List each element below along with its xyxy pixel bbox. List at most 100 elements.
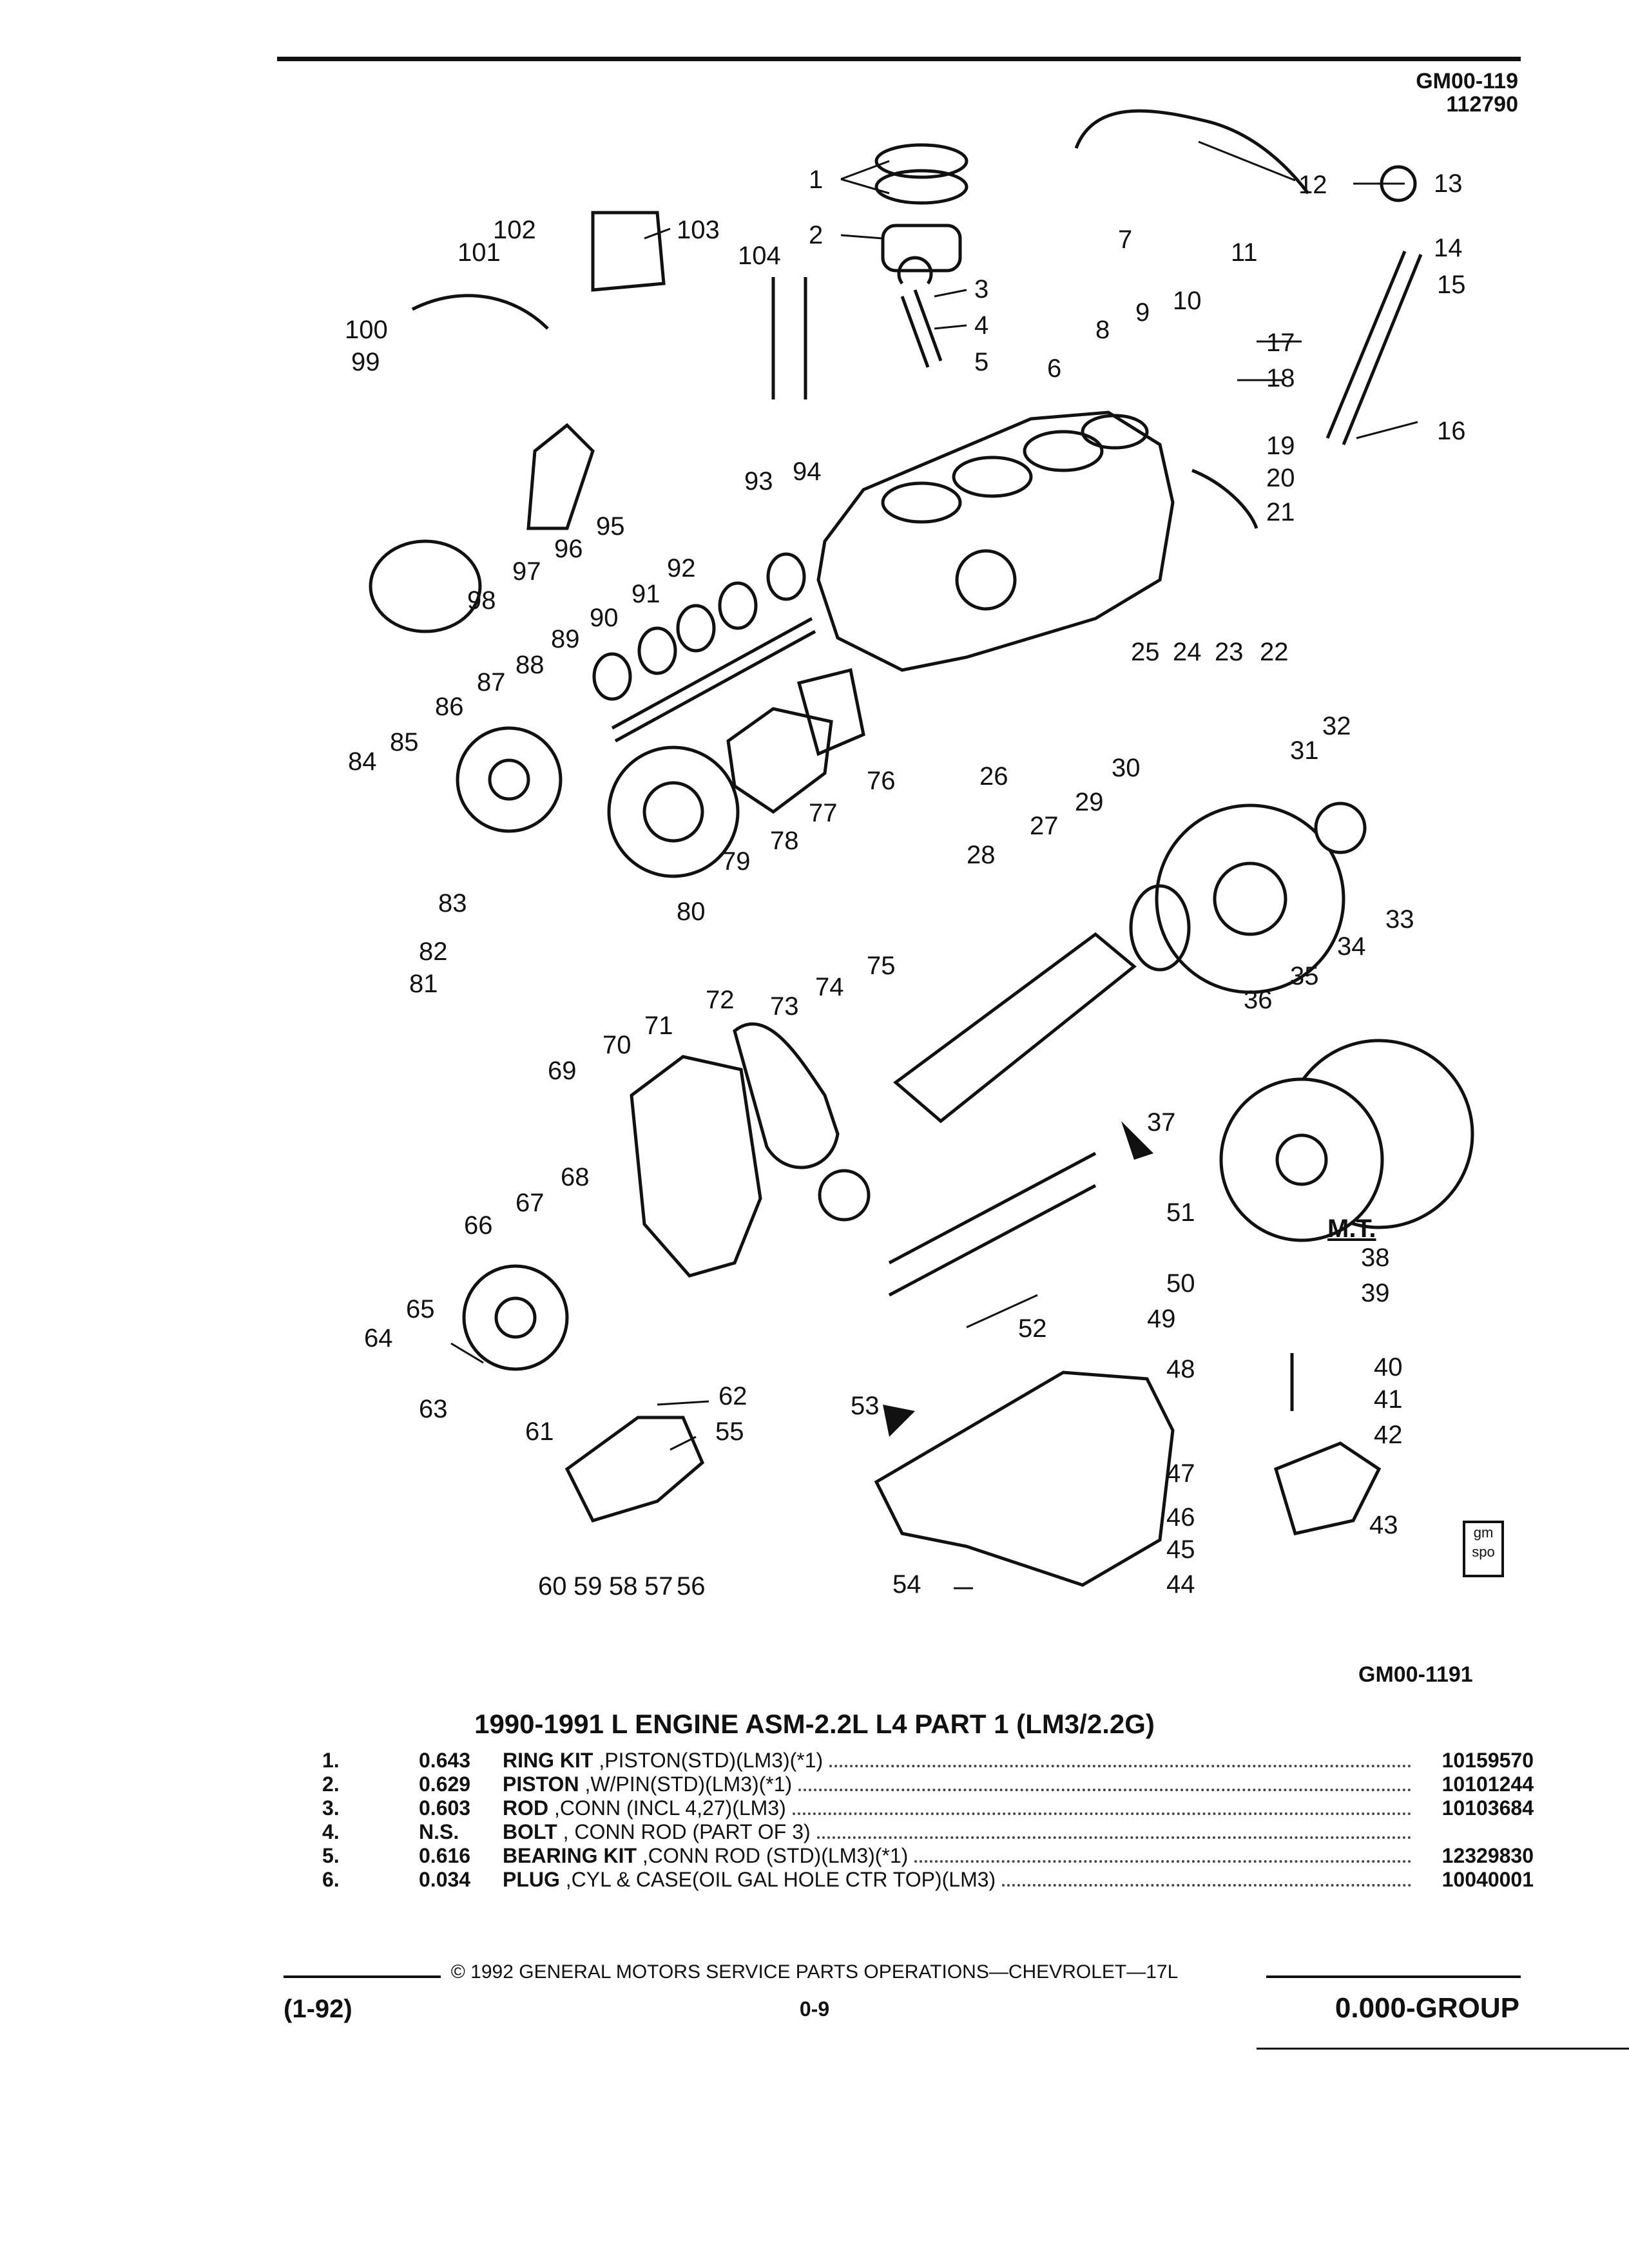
callout-69: 69 [548,1057,577,1085]
callout-76: 76 [867,767,896,795]
cam-bearing-2 [637,626,677,675]
part-name: ROD [503,1796,549,1820]
dot-leader [816,1836,1411,1839]
callout-35: 35 [1290,962,1319,990]
callout-labels: 1 2 3 4 5 6 7 8 9 10 11 12 13 14 15 16 1… [345,166,1466,1600]
starter-drawing [564,1416,705,1523]
callout-41: 41 [1374,1385,1403,1414]
callout-54: 54 [892,1570,921,1599]
callout-18: 18 [1266,364,1295,392]
part-ref: 0.034 [419,1868,471,1891]
bracket-drawing [526,423,595,530]
callout-56: 56 [677,1572,706,1600]
callout-79: 79 [722,847,751,876]
callout-67: 67 [516,1189,545,1217]
callout-91: 91 [631,580,660,608]
callout-30: 30 [1112,754,1141,782]
gm-spo-logo: gm spo [1463,1521,1504,1577]
timing-chain-drawing [733,1022,840,1169]
bracket-103 [591,211,666,292]
piston-rings-drawing [874,143,969,179]
callout-25: 25 [1131,638,1160,666]
part-description: ROD ,CONN (INCL 4,27)(LM3) [503,1796,1418,1820]
callout-36: 36 [1244,986,1273,1014]
top-rule [277,57,1521,61]
callout-97: 97 [512,557,541,586]
part-ref: 0.603 [419,1796,471,1820]
part-name: RING KIT [503,1749,593,1772]
callout-4: 4 [974,311,988,340]
callout-95: 95 [596,512,625,541]
part-ref: 0.643 [419,1749,471,1772]
callout-60: 60 [538,1572,567,1600]
copyright-text: © 1992 GENERAL MOTORS SERVICE PARTS OPER… [440,1961,1189,1983]
main-bearing-caps-drawing [888,1151,1097,1297]
callout-29: 29 [1075,788,1104,816]
dot-leader [829,1765,1411,1767]
callout-70: 70 [602,1031,631,1059]
hose-20 [1191,468,1258,529]
callout-81: 81 [409,970,438,998]
callout-101: 101 [458,238,501,267]
cam-bearing-1 [592,652,632,701]
dot-leader [792,1812,1411,1815]
part-drawings [369,109,1474,1587]
callout-73: 73 [770,992,799,1021]
part-name: PISTON [503,1773,579,1796]
callout-21: 21 [1266,498,1295,526]
callout-28: 28 [967,841,996,869]
callout-16: 16 [1437,417,1466,445]
callout-64: 64 [364,1324,393,1352]
callout-20: 20 [1266,464,1295,492]
cylinder-bore-1 [881,481,962,524]
callout-1: 1 [809,166,823,194]
part-ref: N.S. [419,1820,459,1843]
part-ref: 0.616 [419,1844,471,1867]
harness-drawing [411,294,549,330]
part-description: BOLT , CONN ROD (PART OF 3) [503,1820,1418,1844]
piston-drawing [881,224,962,273]
callout-5: 5 [974,348,988,376]
part-pn: 10040001 [1441,1868,1534,1891]
part-detail: ,W/PIN(STD)(LM3)(*1) [584,1773,793,1796]
part-number: 6. [322,1868,340,1891]
label-mt: M.T. [1327,1215,1376,1243]
part-number: 3. [322,1796,340,1820]
callout-89: 89 [551,625,580,653]
doc-date: 112790 [1446,92,1518,117]
callout-74: 74 [815,973,844,1001]
callout-40: 40 [1374,1353,1403,1381]
crankshaft-drawing [892,932,1137,1124]
callout-55: 55 [715,1418,744,1446]
part-description: RING KIT ,PISTON(STD)(LM3)(*1) [503,1749,1418,1773]
callout-19: 19 [1266,432,1295,460]
callout-58: 58 [609,1572,638,1600]
part-number: 5. [322,1844,340,1867]
part-description: BEARING KIT ,CONN ROD (STD)(LM3)(*1) [503,1844,1418,1868]
pump-gasket-drawing [796,668,865,756]
callout-11: 11 [1231,238,1258,267]
water-pump-drawing [726,707,833,814]
callout-85: 85 [390,728,419,756]
callout-90: 90 [590,604,619,632]
callout-14: 14 [1434,234,1463,262]
callout-80: 80 [677,898,706,926]
callout-34: 34 [1337,932,1366,961]
callout-39: 39 [1361,1279,1390,1307]
section-title: 1990-1991 L ENGINE ASM-2.2L L4 PART 1 (L… [474,1709,1155,1739]
part-detail: ,CONN ROD (STD)(LM3)(*1) [642,1844,909,1867]
parts-row: 5. 0.616 BEARING KIT ,CONN ROD (STD)(LM3)(… [322,1844,1534,1868]
clutch-disc-drawing [1219,1077,1384,1242]
dot-leader [798,1789,1411,1791]
callout-42: 42 [1374,1421,1403,1449]
callout-17: 17 [1266,329,1295,357]
crank-pulley-drawing [607,745,740,878]
callout-88: 88 [516,651,545,679]
cylinder-bore-2 [952,456,1033,498]
copyright-line: © 1992 GENERAL MOTORS SERVICE PARTS OPER… [0,1961,1629,1983]
callout-62: 62 [718,1382,747,1410]
callout-31: 31 [1290,736,1319,765]
